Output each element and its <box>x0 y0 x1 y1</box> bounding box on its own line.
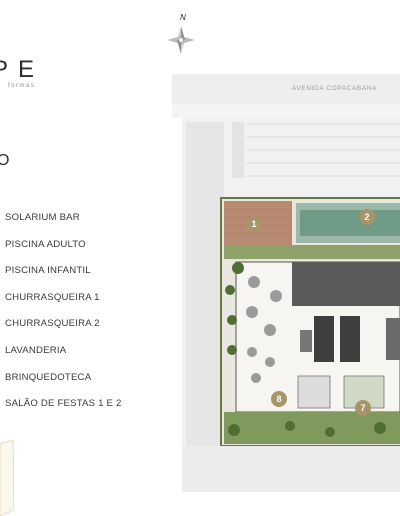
section-title-fragment: O <box>0 152 10 169</box>
legend-item[interactable]: SOLARIUM BAR <box>5 212 80 223</box>
brand-logo: PE <box>0 56 45 83</box>
street-band <box>172 74 400 104</box>
amenities-legend: SOLARIUM BAR PISCINA ADULTO PISCINA INFA… <box>5 211 122 424</box>
paper-corner-decoration <box>0 440 14 516</box>
legend-item[interactable]: CHURRASQUEIRA 1 <box>5 291 100 303</box>
legend-item[interactable]: BRINQUEDOTECA <box>5 371 92 383</box>
pool <box>300 210 400 236</box>
map-marker-1[interactable]: 1 <box>246 216 262 232</box>
legend-item[interactable]: PISCINA ADULTO <box>5 238 86 250</box>
legend-item[interactable]: PISCINA INFANTIL <box>5 265 91 277</box>
legend-item[interactable]: CHURRASQUEIRA 2 <box>5 318 100 330</box>
compass-north-label: N <box>180 13 186 22</box>
brand-tagline: formas <box>8 83 36 89</box>
compass-icon <box>167 26 195 54</box>
map-marker-7[interactable]: 7 <box>355 400 371 416</box>
site-plan <box>172 74 400 492</box>
map-marker-8[interactable]: 8 <box>271 391 287 407</box>
legend-item[interactable]: SALÃO DE FESTAS 1 E 2 <box>5 398 122 410</box>
street-label: AVENIDA COPACABANA <box>292 85 377 92</box>
map-marker-2[interactable]: 2 <box>359 209 375 225</box>
legend-item[interactable]: LAVANDERIA <box>5 344 67 356</box>
